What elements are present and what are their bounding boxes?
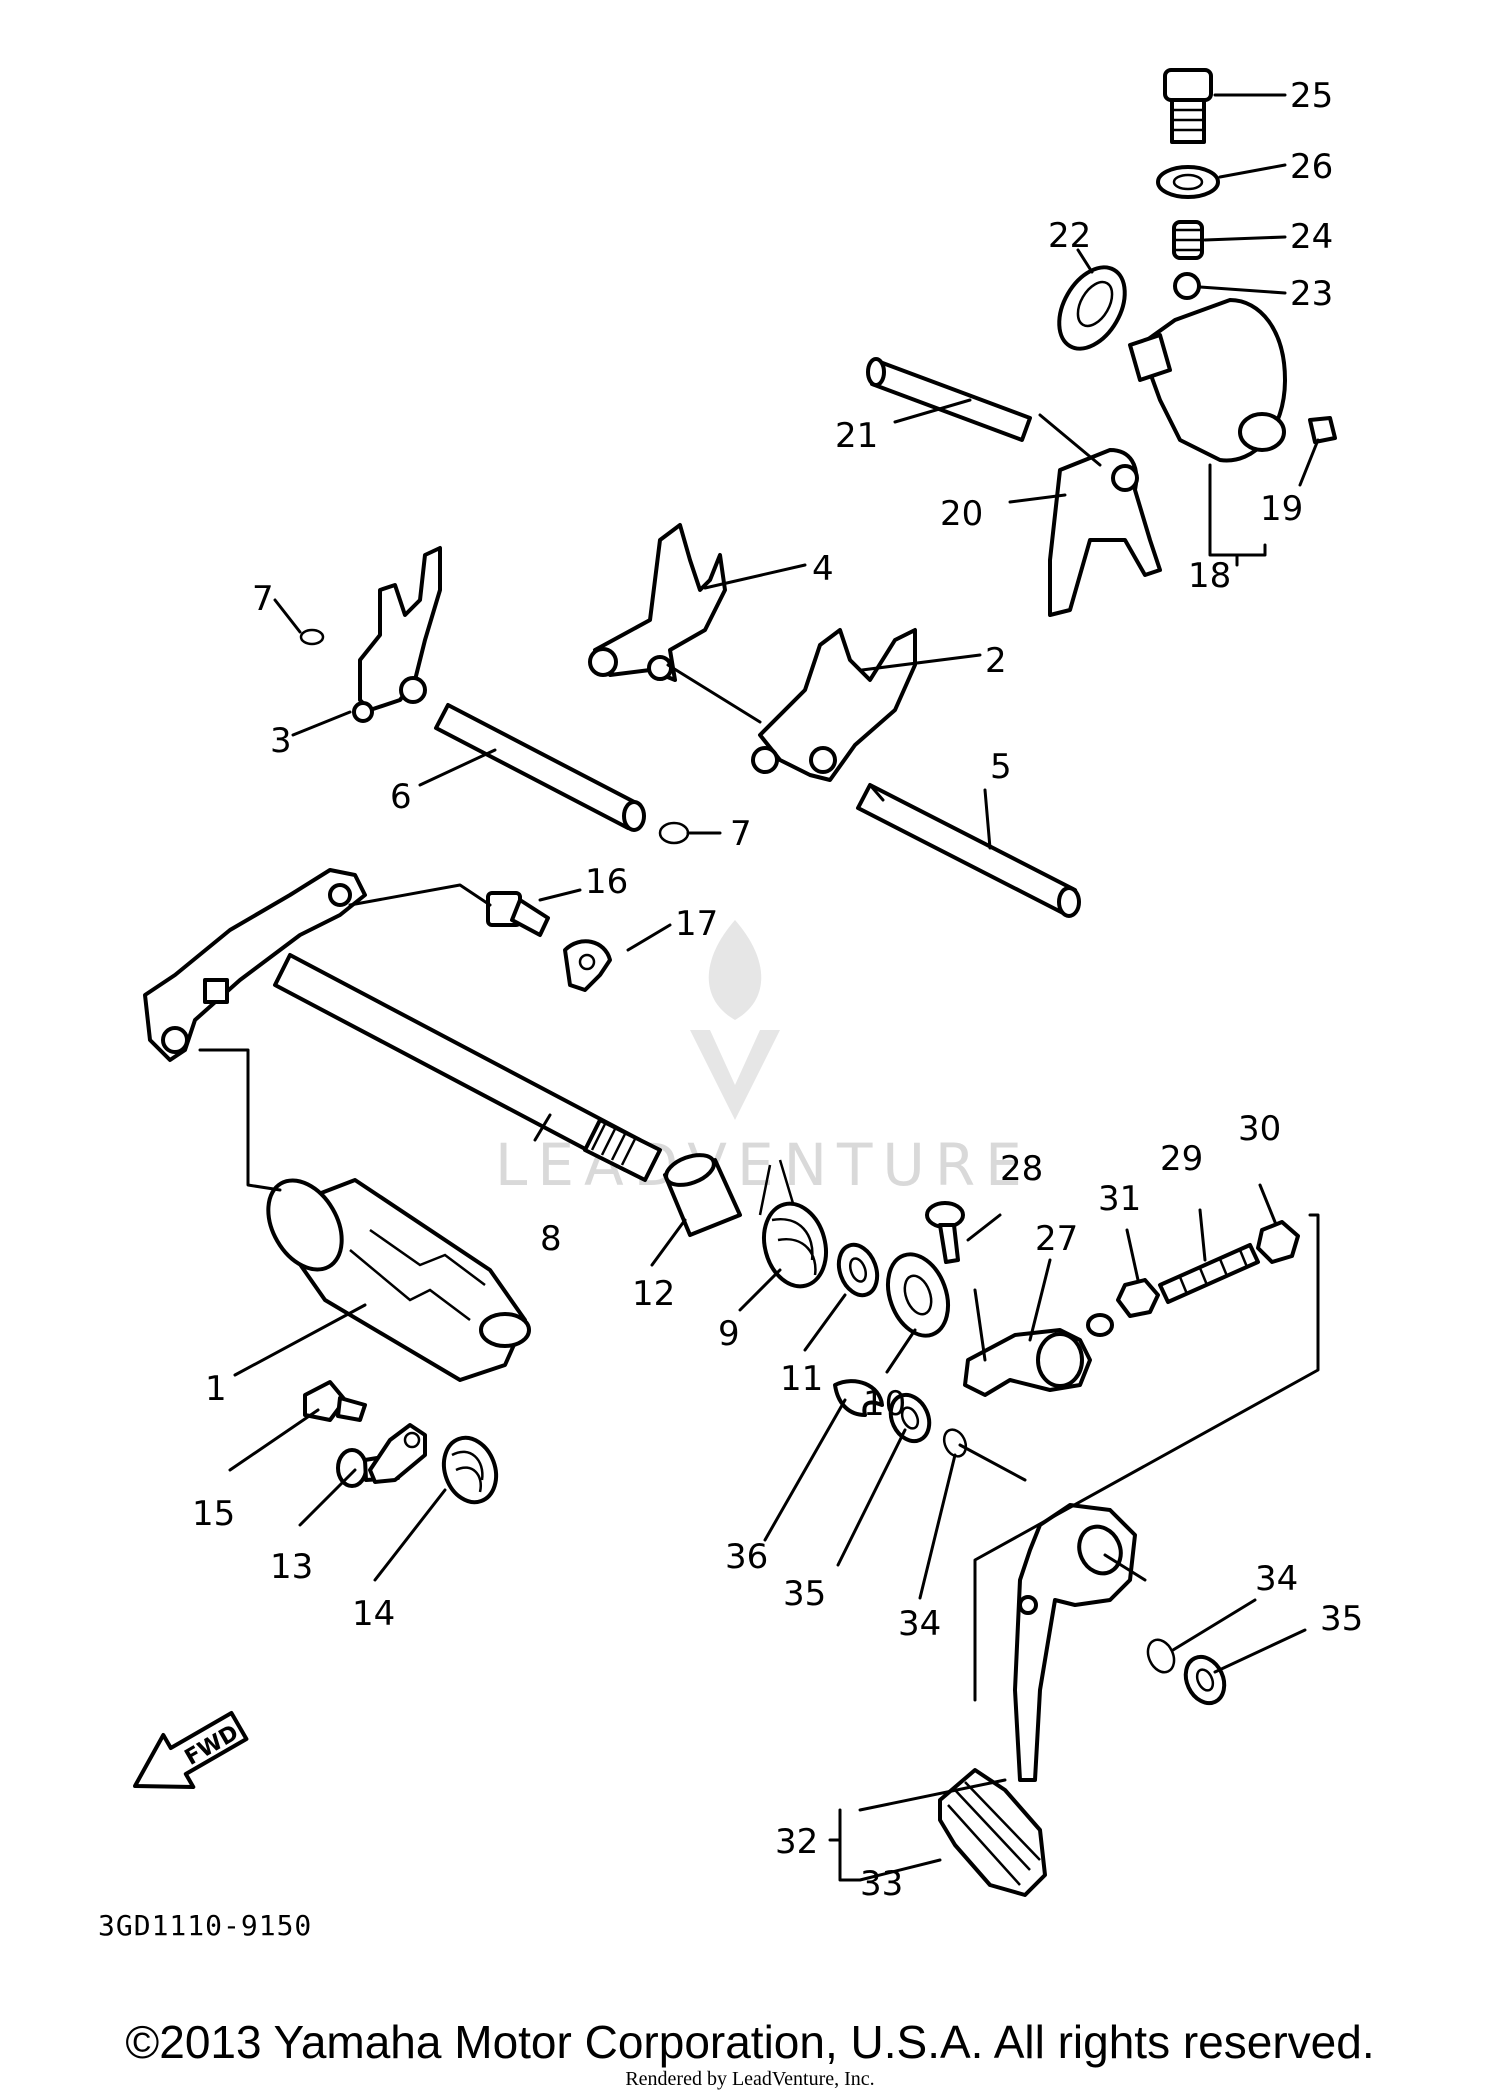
bearing-10 — [886, 1252, 950, 1338]
callout-14: 14 — [352, 1594, 395, 1634]
callout-20: 20 — [940, 494, 983, 534]
callout-30: 30 — [1238, 1109, 1281, 1149]
copyright-notice: ©2013 Yamaha Motor Corporation, U.S.A. A… — [125, 2016, 1375, 2068]
shift-fork-3 — [352, 546, 442, 723]
callout-24: 24 — [1290, 217, 1333, 257]
shift-drum-1 — [266, 1178, 531, 1382]
lock-washer-17 — [563, 939, 612, 992]
callout-23: 23 — [1290, 274, 1333, 314]
ball-23 — [1173, 272, 1201, 300]
spring-14 — [441, 1435, 499, 1505]
callout-15: 15 — [192, 1494, 235, 1534]
shift-fork-shaft-21 — [866, 357, 1032, 442]
washer-35a — [888, 1392, 932, 1444]
screw-28 — [925, 1201, 965, 1264]
callout-labels: 25 26 24 23 22 21 20 19 18 4 2 7 3 6 7 5… — [192, 76, 1363, 1904]
callout-19: 19 — [1260, 489, 1303, 529]
o-ring-34b — [1146, 1638, 1176, 1674]
stopper-lever — [368, 1423, 427, 1484]
shift-fork-shaft-6 — [434, 703, 646, 832]
shift-cam-segment-18 — [1128, 298, 1337, 463]
callout-21: 21 — [835, 416, 878, 456]
bolt-15 — [303, 1380, 367, 1422]
shift-shaft-arm — [143, 868, 367, 1062]
shift-fork-shaft-5 — [856, 783, 1081, 918]
rendered-by-text: Rendered by LeadVenture, Inc. — [625, 2068, 875, 2090]
callout-34b: 34 — [1255, 1559, 1298, 1599]
callout-18: 18 — [1188, 556, 1231, 596]
callout-35a: 35 — [783, 1574, 826, 1614]
leader-lines — [228, 93, 1320, 1882]
shift-fork-4 — [588, 523, 727, 682]
nut-30 — [1256, 1220, 1300, 1264]
o-ring-34a — [942, 1428, 968, 1458]
callout-17: 17 — [675, 904, 718, 944]
circlip-7b — [658, 821, 690, 845]
shift-fork-2 — [751, 628, 917, 782]
callout-1: 1 — [205, 1369, 227, 1409]
bolt-25 — [1163, 68, 1213, 144]
callout-35b: 35 — [1320, 1599, 1363, 1639]
forward-arrow-icon: FWD — [133, 1710, 249, 1789]
shift-pedal-32 — [1013, 1503, 1137, 1782]
callout-25: 25 — [1290, 76, 1333, 116]
callout-13: 13 — [270, 1547, 313, 1587]
callout-29: 29 — [1160, 1139, 1203, 1179]
callout-7a: 7 — [252, 579, 274, 619]
circlip-7a — [299, 628, 325, 646]
callout-9: 9 — [718, 1314, 740, 1354]
callout-3: 3 — [270, 721, 292, 761]
washer-35b — [1183, 1654, 1227, 1706]
shift-shaft-8 — [273, 953, 662, 1182]
callout-32: 32 — [775, 1822, 818, 1862]
bolt-16 — [486, 891, 550, 937]
callout-34a: 34 — [898, 1604, 941, 1644]
callout-36: 36 — [725, 1537, 768, 1577]
callout-31: 31 — [1098, 1179, 1141, 1219]
callout-16: 16 — [585, 862, 628, 902]
callout-12: 12 — [632, 1274, 675, 1314]
callout-10: 10 — [863, 1384, 906, 1424]
callout-22: 22 — [1048, 216, 1091, 256]
callout-11: 11 — [780, 1359, 823, 1399]
circlip-36 — [833, 1379, 884, 1417]
callout-27: 27 — [1035, 1219, 1078, 1259]
return-spring-9 — [758, 1159, 828, 1289]
pedal-rubber-33 — [938, 1768, 1047, 1897]
adjuster-bolt-29 — [1158, 1243, 1260, 1304]
washer-11 — [836, 1242, 880, 1298]
callout-26: 26 — [1290, 147, 1333, 187]
callout-5: 5 — [990, 747, 1012, 787]
callout-28: 28 — [1000, 1149, 1043, 1189]
diagram-code: 3GD1110-9150 — [98, 1909, 312, 1942]
collar-12 — [663, 1153, 742, 1237]
shift-arm-27 — [963, 1313, 1114, 1397]
assembly-lines — [198, 413, 1320, 1702]
callout-4: 4 — [812, 549, 834, 589]
nut-31 — [1116, 1278, 1160, 1318]
callout-8: 8 — [540, 1219, 562, 1259]
washer-26 — [1156, 165, 1220, 199]
callout-33: 33 — [860, 1864, 903, 1904]
shift-fork-20 — [1048, 448, 1162, 617]
callout-7b: 7 — [730, 814, 752, 854]
spring-24 — [1172, 220, 1204, 260]
callout-2: 2 — [985, 641, 1007, 681]
callout-6: 6 — [390, 777, 412, 817]
seal-22 — [1057, 265, 1127, 351]
